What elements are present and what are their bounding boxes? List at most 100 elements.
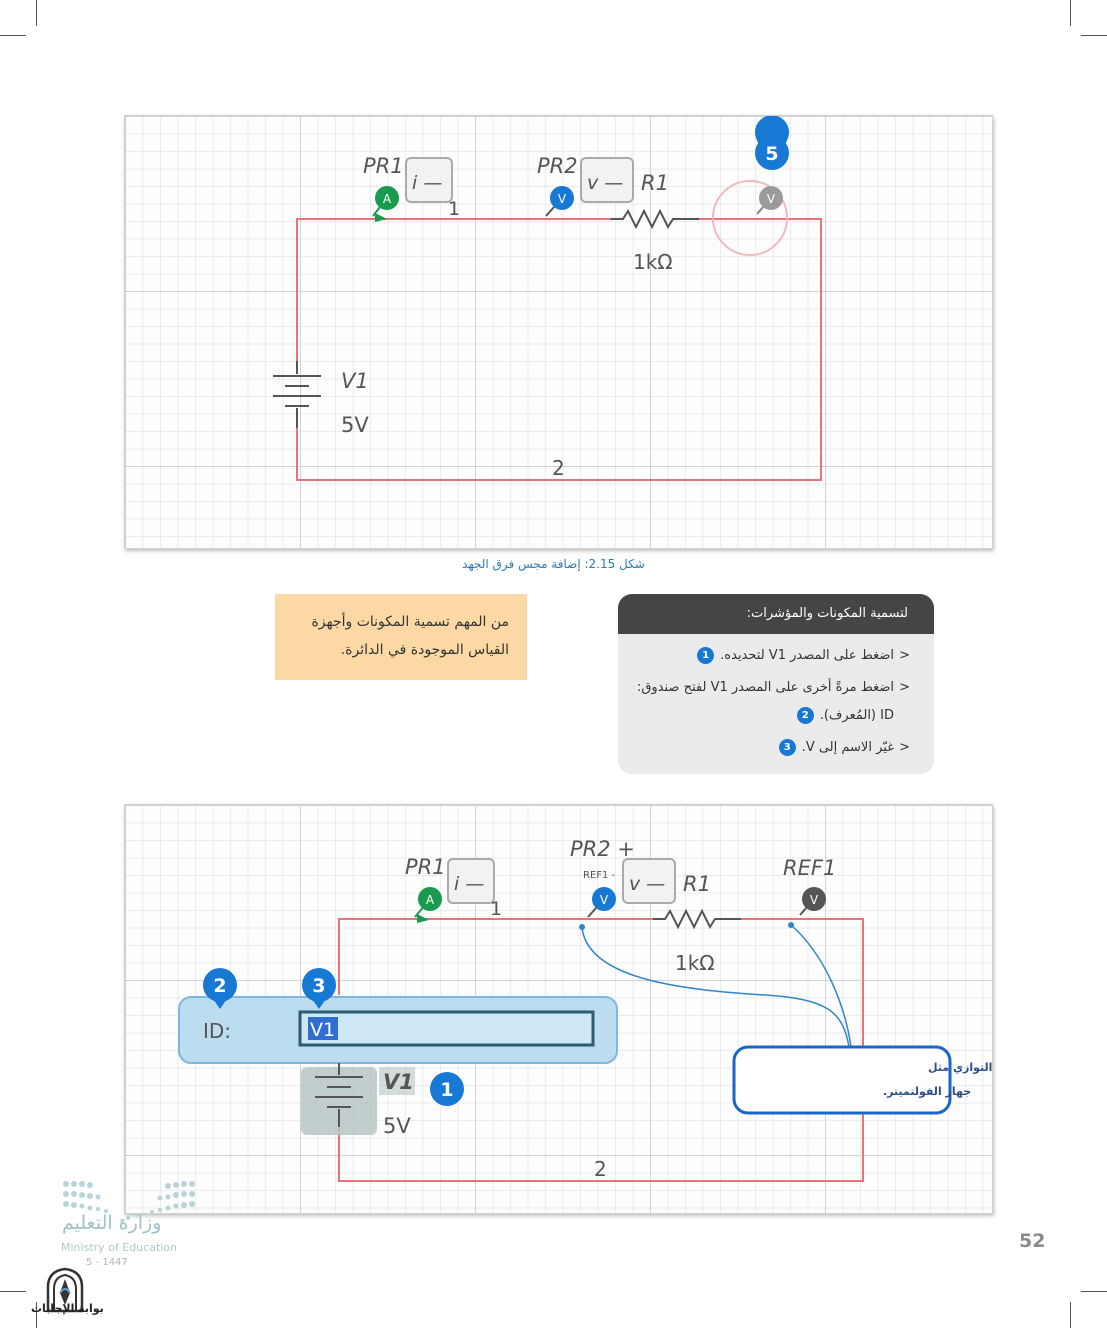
probe-v-label: V bbox=[558, 192, 567, 206]
ministry-name-arabic: وزارة التعليم bbox=[62, 1212, 162, 1234]
step-item-2: < اضغط مرةً أخرى على المصدر V1 لفتح صندوق… bbox=[636, 674, 910, 730]
circuit-diagram-bottom: ID: V1 A V V bbox=[178, 837, 994, 1182]
figure-caption: شكل 2.15: إضافة مجس فرق الجهد bbox=[462, 557, 645, 571]
circuit-figure-bottom: ID: V1 A V V bbox=[124, 804, 994, 1214]
probe-v[interactable]: V bbox=[587, 887, 616, 918]
label-pr2: PR2 bbox=[537, 154, 578, 178]
callout-1-number: 1 bbox=[440, 1079, 453, 1101]
probe-a-label: A bbox=[426, 893, 435, 907]
bubble-line-1: يُوصل هذا المجس على التوازي مثل bbox=[928, 1061, 994, 1074]
circuit-diagram-top: A V V i — v — PR1 1 PR2 R1 1kΩ V1 5V 2 5 bbox=[273, 116, 822, 481]
probe-ref[interactable]: V bbox=[799, 887, 826, 916]
id-label: ID: bbox=[203, 1019, 231, 1043]
callout-3: 3 bbox=[302, 968, 336, 1009]
battery-symbol bbox=[315, 1063, 363, 1127]
callout-5-number: 5 bbox=[765, 143, 778, 165]
crop-mark bbox=[1070, 0, 1071, 26]
label-v1-value: 5V bbox=[383, 1114, 411, 1138]
crop-mark bbox=[0, 1291, 26, 1292]
crop-mark bbox=[1081, 1291, 1107, 1292]
crop-mark bbox=[0, 35, 26, 36]
resistor-symbol bbox=[653, 908, 741, 930]
probe-a[interactable]: A bbox=[414, 887, 442, 923]
steps-title: لتسمية المكونات والمؤشرات: bbox=[618, 594, 934, 634]
probe-a[interactable]: A bbox=[372, 186, 399, 222]
probe-v[interactable]: V bbox=[545, 186, 574, 217]
battery-selection[interactable] bbox=[301, 1067, 377, 1135]
step-number-1: 1 bbox=[697, 647, 715, 664]
callout-2: 2 bbox=[203, 968, 237, 1009]
id-input[interactable] bbox=[298, 1010, 595, 1047]
probe-v-label: V bbox=[600, 893, 609, 907]
label-ref1: REF1 bbox=[783, 856, 836, 880]
callout-2-number: 2 bbox=[213, 975, 226, 997]
probe-v-new-label: V bbox=[767, 192, 776, 206]
probe-a-label: A bbox=[383, 192, 392, 206]
step-number-3: 3 bbox=[778, 739, 796, 756]
label-v1: V1 bbox=[383, 1070, 414, 1094]
ministry-year: 5 - 1447 bbox=[86, 1257, 128, 1268]
label-v1: V1 bbox=[341, 369, 369, 393]
step-text-1: اضغط على المصدر V1 لتحديده. bbox=[720, 648, 894, 663]
ministry-name-english: Ministry of Education bbox=[61, 1241, 178, 1254]
crop-mark bbox=[36, 0, 37, 26]
voltmeter-box bbox=[622, 858, 676, 904]
wire-right-bottom bbox=[338, 918, 864, 1182]
chevron-icon: < bbox=[899, 680, 910, 695]
wire-top-left bbox=[338, 918, 653, 995]
label-pr2: PR2 + bbox=[570, 837, 635, 861]
callout-1: 1 bbox=[430, 1072, 464, 1106]
step-number-2: 2 bbox=[796, 707, 814, 724]
steps-list: < اضغط على المصدر V1 لتحديده. 1 < اضغط مرةً… bbox=[618, 634, 934, 762]
label-r1-value: 1kΩ bbox=[675, 951, 715, 975]
label-r1: R1 bbox=[641, 171, 669, 195]
steps-box: لتسمية المكونات والمؤشرات: < اضغط على الم… bbox=[618, 594, 934, 774]
info-bubble: يُوصل هذا المجس على التوازي مثل جهاز الف… bbox=[732, 1045, 994, 1115]
voltmeter-symbol: v — bbox=[587, 172, 623, 194]
step-text-3: غيّر الاسم إلى V. bbox=[801, 740, 894, 755]
page-number: 52 bbox=[1019, 1230, 1046, 1252]
id-input-selection bbox=[308, 1017, 338, 1040]
id-input-value: V1 bbox=[310, 1019, 335, 1041]
step-text-2: اضغط مرةً أخرى على المصدر V1 لفتح صندوق:… bbox=[636, 680, 894, 723]
chevron-icon: < bbox=[899, 648, 910, 663]
voltmeter-symbol: v — bbox=[629, 873, 665, 895]
wire-top-left bbox=[296, 218, 611, 361]
bubble-line-2: جهاز الفولتميتر. bbox=[883, 1085, 971, 1098]
resistor-symbol bbox=[611, 208, 699, 230]
step-item-1: < اضغط على المصدر V1 لتحديده. 1 bbox=[636, 642, 910, 670]
circuit-figure-top: A V V i — v — PR1 1 PR2 R1 1kΩ V1 5V 2 5 bbox=[124, 115, 993, 549]
voltmeter-box bbox=[580, 157, 634, 203]
label-r1-value: 1kΩ bbox=[633, 250, 673, 274]
ministry-logo-icon bbox=[63, 1181, 195, 1223]
label-node-1: 1 bbox=[490, 898, 502, 920]
ammeter-symbol: i — bbox=[454, 873, 484, 895]
crop-mark bbox=[1070, 1302, 1071, 1328]
wire-right-bottom bbox=[296, 218, 822, 481]
callout-3-number: 3 bbox=[312, 975, 325, 997]
battery-symbol bbox=[273, 361, 321, 428]
probe-ref-label: V bbox=[810, 893, 819, 907]
label-pr1: PR1 bbox=[405, 855, 446, 879]
probe-v-new[interactable]: V bbox=[756, 186, 783, 215]
v1-label-highlight bbox=[379, 1067, 415, 1095]
label-r1: R1 bbox=[683, 872, 711, 896]
crop-mark bbox=[1081, 35, 1107, 36]
label-pr1: PR1 bbox=[363, 154, 404, 178]
label-node-1: 1 bbox=[448, 198, 460, 220]
gate-logo-icon bbox=[46, 1267, 84, 1313]
highlight-circle bbox=[712, 180, 788, 256]
probe-leads bbox=[581, 924, 852, 1048]
label-node-2: 2 bbox=[552, 456, 565, 480]
watermark-text: بوابة الإجابات bbox=[31, 1302, 104, 1315]
note-box: من المهم تسمية المكونات وأجهزة القياس ال… bbox=[275, 594, 527, 680]
label-node-2: 2 bbox=[594, 1157, 607, 1181]
ammeter-box bbox=[447, 858, 495, 904]
note-text: من المهم تسمية المكونات وأجهزة القياس ال… bbox=[311, 614, 509, 658]
chevron-icon: < bbox=[899, 740, 910, 755]
ammeter-box bbox=[405, 157, 453, 203]
ammeter-symbol: i — bbox=[412, 172, 442, 194]
crop-mark bbox=[36, 1302, 37, 1328]
label-ref-small: REF1 - bbox=[583, 870, 616, 881]
callout-5: 5 bbox=[755, 116, 789, 170]
